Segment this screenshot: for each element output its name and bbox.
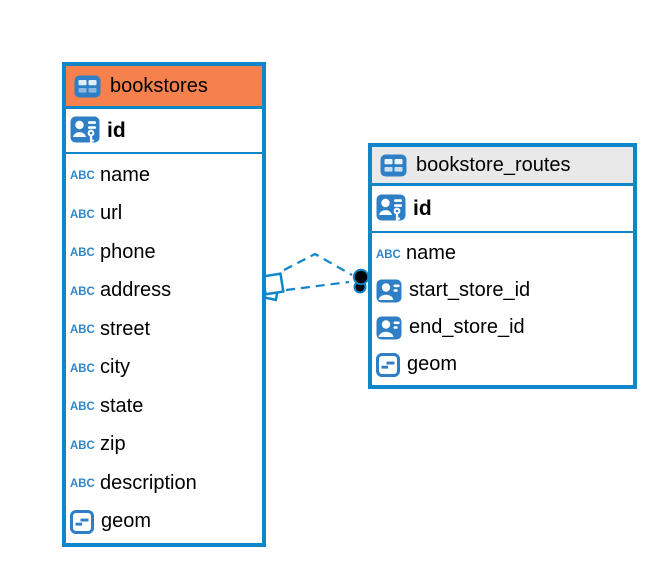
column-name: geom: [407, 353, 458, 375]
column-row-name[interactable]: ABC name: [372, 235, 633, 272]
column-row-city[interactable]: ABC city: [66, 349, 262, 388]
text-type-icon: ABC: [70, 245, 95, 260]
column-row-name[interactable]: ABC name: [66, 156, 262, 195]
column-row-state[interactable]: ABC state: [66, 387, 262, 426]
column-name: id: [413, 196, 432, 220]
column-row-id[interactable]: id: [66, 109, 262, 154]
column-row-url[interactable]: ABC url: [66, 195, 262, 234]
column-name: city: [100, 356, 130, 379]
text-type-icon: ABC: [70, 322, 95, 337]
column-row-id[interactable]: id: [372, 186, 633, 233]
column-name: url: [100, 202, 123, 225]
dot-marker[interactable]: [352, 268, 370, 294]
text-type-icon: ABC: [70, 283, 95, 298]
column-name: address: [100, 279, 172, 302]
text-type-icon: ABC: [70, 168, 95, 183]
table-header-bookstores[interactable]: bookstores: [66, 66, 262, 109]
column-name: end_store_id: [409, 316, 525, 338]
column-row-geom[interactable]: geom: [372, 346, 633, 383]
text-type-icon: ABC: [376, 246, 401, 261]
column-name: phone: [100, 240, 156, 263]
column-row-zip[interactable]: ABC zip: [66, 426, 262, 465]
geometry-type-icon: [70, 509, 94, 534]
table-title: bookstores: [110, 74, 208, 97]
column-name: street: [100, 317, 151, 340]
column-row-end-store-id[interactable]: end_store_id: [372, 309, 633, 346]
text-type-icon: ABC: [70, 360, 95, 375]
table-bookstores[interactable]: bookstores id ABC: [62, 62, 266, 547]
reference-type-icon: [376, 279, 402, 303]
text-type-icon: ABC: [70, 206, 95, 221]
relationship-line-lower[interactable]: [285, 280, 350, 292]
column-name: name: [406, 242, 457, 264]
column-row-start-store-id[interactable]: start_store_id: [372, 272, 633, 309]
table-icon: [74, 75, 101, 98]
column-row-phone[interactable]: ABC phone: [66, 233, 262, 272]
reference-type-icon: [376, 316, 402, 340]
table-title: bookstore_routes: [416, 153, 571, 176]
primary-key-icon: [70, 116, 100, 145]
column-row-description[interactable]: ABC description: [66, 464, 262, 503]
relationship-lines[interactable]: [283, 252, 353, 292]
column-name: state: [100, 394, 144, 417]
column-name: name: [100, 163, 151, 186]
column-name: start_store_id: [409, 279, 531, 301]
column-row-address[interactable]: ABC address: [66, 272, 262, 311]
text-type-icon: ABC: [70, 476, 95, 491]
column-name: zip: [100, 433, 126, 456]
table-icon: [380, 154, 407, 177]
column-name: geom: [101, 510, 152, 533]
column-list: ABC name start_store_id: [372, 233, 633, 385]
text-type-icon: ABC: [70, 399, 95, 414]
relationship-line-upper[interactable]: [283, 252, 353, 276]
table-header-bookstore-routes[interactable]: bookstore_routes: [372, 147, 633, 186]
column-list: ABC name ABC url ABC phone ABC address A…: [66, 154, 262, 543]
primary-key-icon: [376, 194, 406, 223]
column-name: id: [107, 118, 126, 142]
column-row-street[interactable]: ABC street: [66, 310, 262, 349]
column-name: description: [100, 471, 197, 494]
geometry-type-icon: [376, 352, 400, 377]
text-type-icon: ABC: [70, 437, 95, 452]
table-bookstore-routes[interactable]: bookstore_routes id ABC: [368, 143, 637, 389]
column-row-geom[interactable]: geom: [66, 503, 262, 542]
